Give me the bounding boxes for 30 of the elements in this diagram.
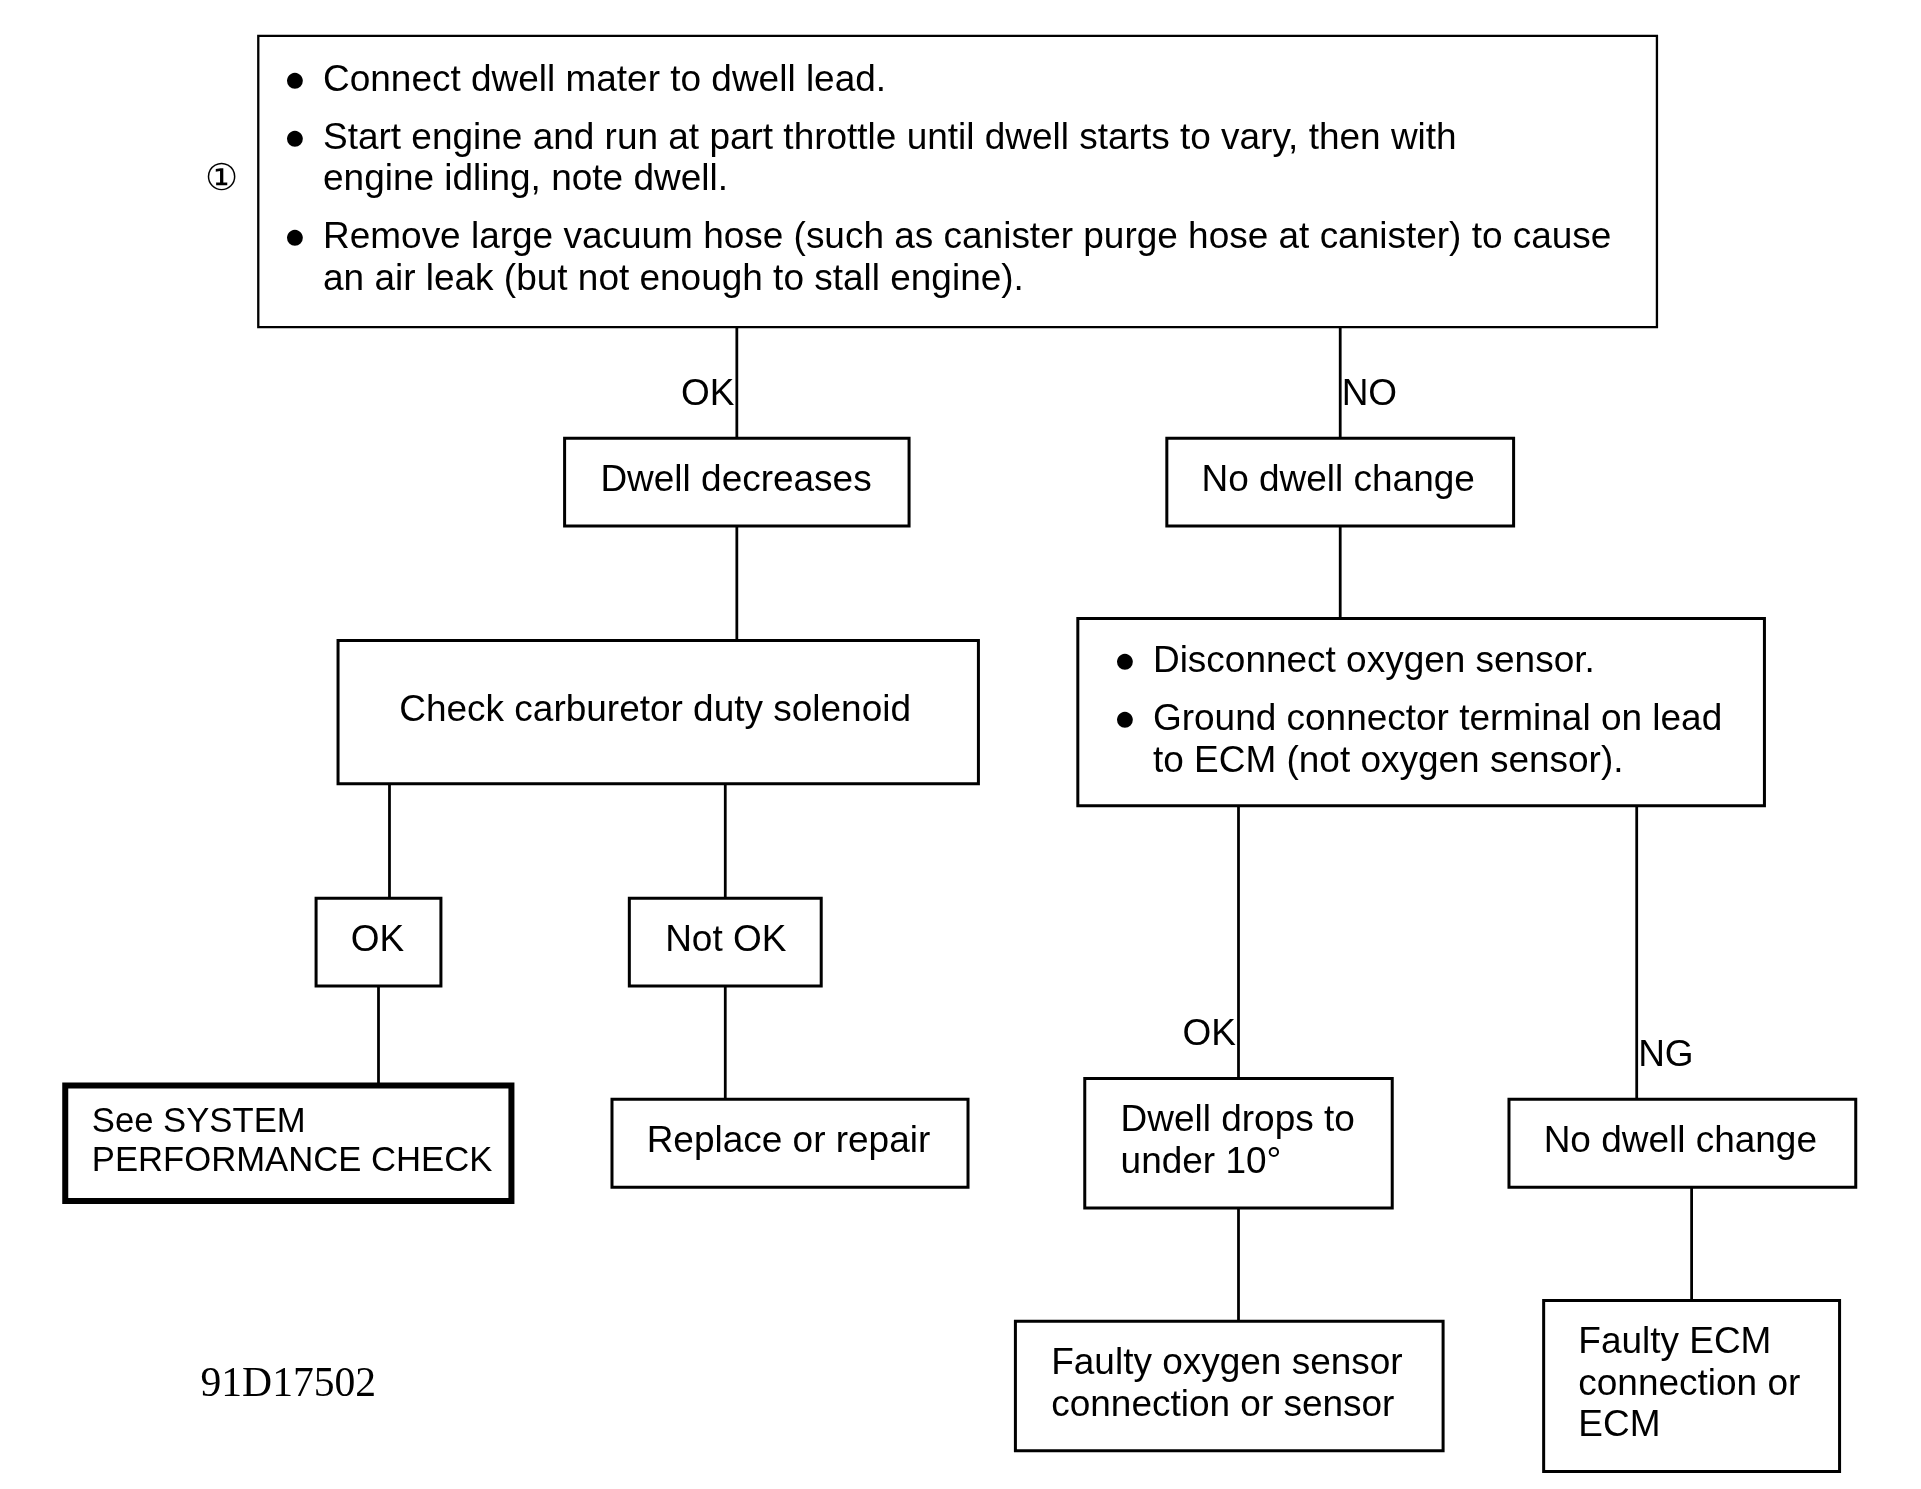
connector [735, 526, 739, 640]
edge-label: NG [1638, 1033, 1694, 1075]
node-box: Not OK [627, 896, 823, 988]
node-box: Faulty oxygen sensor connection or sensor [1013, 1319, 1445, 1453]
label: 91D17502 [200, 1359, 377, 1406]
connector [1338, 526, 1342, 619]
node-box: OK [314, 896, 443, 988]
connector [723, 784, 727, 898]
edge-label: OK [680, 372, 735, 414]
node-box: No dwell change [1165, 436, 1516, 528]
node-box: Replace or repair [610, 1097, 970, 1189]
connector [1338, 327, 1342, 439]
connector [723, 986, 727, 1099]
connector [1237, 806, 1240, 1079]
edge-label: NO [1341, 372, 1398, 414]
node-box: Check carburetor duty solenoid [336, 638, 980, 786]
connector [1635, 806, 1639, 1099]
node-box: Faulty ECM connection or ECM [1542, 1299, 1842, 1474]
node-box: See SYSTEM PERFORMANCE CHECK [62, 1082, 515, 1205]
node-box: Dwell decreases [563, 436, 911, 528]
connector [1690, 1187, 1693, 1300]
connector [735, 327, 739, 439]
connector [377, 986, 380, 1086]
connector [388, 784, 391, 898]
node-box: ● Disconnect oxygen sensor. ● Ground connector terminal on lead to ECM (not oxygen sensor). [1076, 617, 1766, 808]
node-box: Dwell drops to under 10° [1083, 1077, 1394, 1210]
node-label: ① [205, 157, 239, 199]
connector [1237, 1208, 1240, 1321]
edge-label: OK [1182, 1012, 1237, 1054]
node-box: No dwell change [1507, 1097, 1858, 1189]
